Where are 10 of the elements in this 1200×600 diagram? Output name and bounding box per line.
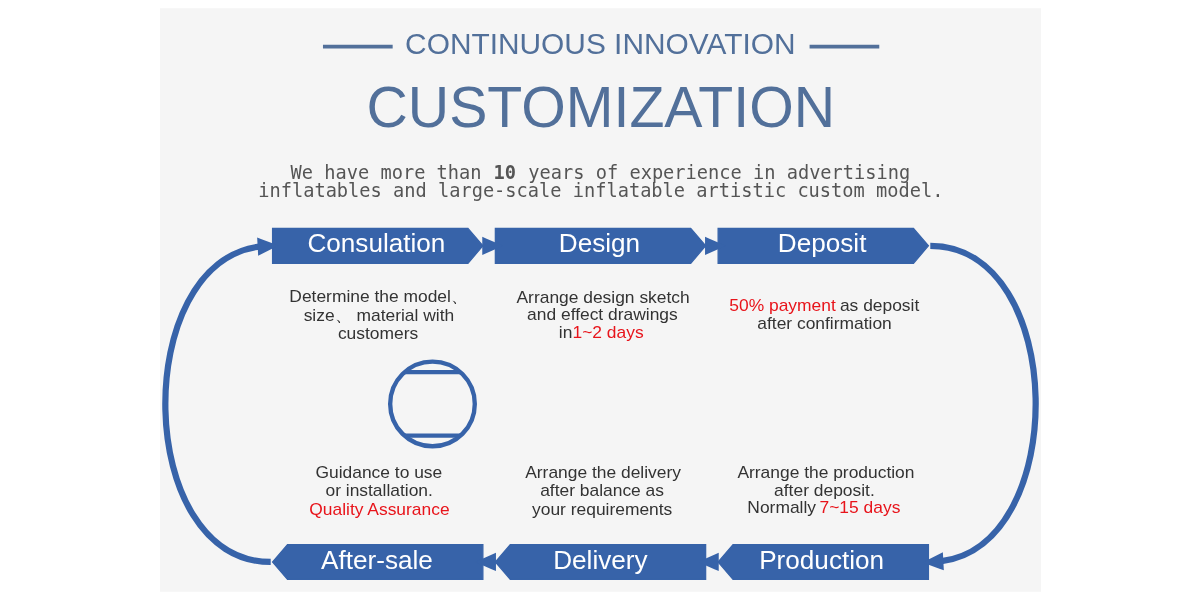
label: CUSTOMIZATION [366, 75, 835, 140]
node-label: Arrange the production after deposit. Normally 7~15 days [736, 462, 914, 518]
diagram-title: CONTINUOUS INNOVATION [404, 27, 795, 61]
node-picture [387, 359, 477, 449]
node-label: Guidance to use or installation. Quality Assurance [308, 461, 450, 519]
node-label: Determine the model、 size、 material with customers [288, 286, 468, 344]
node-label: 50% payment as deposit after confirmation [728, 295, 919, 333]
node-label: Arrange the delivery after balance as your requirements [524, 461, 681, 519]
node-label: Arrange design sketch and effect drawings in1~2 days [515, 286, 690, 342]
label: We have more than 10 years of experience in advertising inflatables and large-scale inflatable artistic custom model. [257, 161, 943, 202]
